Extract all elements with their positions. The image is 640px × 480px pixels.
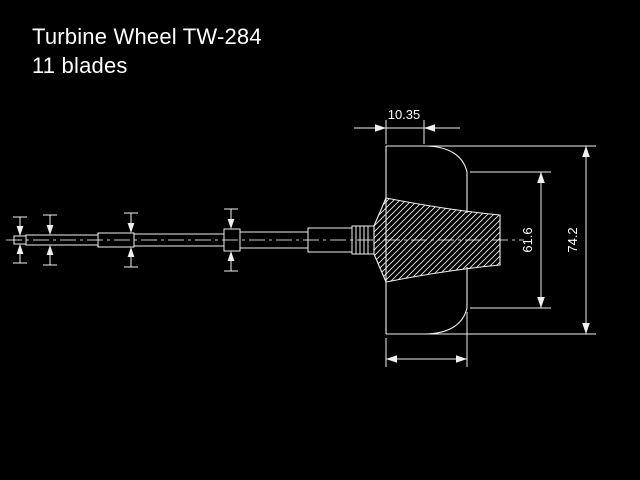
dim-flange-width-value: 10.35 — [388, 107, 421, 122]
title-line-1: Turbine Wheel TW-284 — [32, 24, 262, 49]
arrowhead-down-icon — [16, 226, 24, 236]
arrowhead-left-icon — [386, 355, 397, 363]
dim-axial-length — [385, 312, 468, 367]
dim-blade-tip-diameter-value: 61.6 — [520, 227, 535, 252]
title-line-2: 11 blades — [32, 53, 128, 79]
diameter-arrow-pair — [224, 208, 238, 272]
shroud-contour-top — [423, 145, 468, 213]
arrowhead-down-icon — [227, 219, 235, 229]
arrowhead-up-icon — [582, 146, 590, 157]
arrowhead-up-icon — [46, 245, 54, 255]
arrowhead-down-icon — [537, 297, 545, 308]
arrowhead-down-icon — [127, 223, 135, 233]
hub-section-hatched — [373, 197, 501, 283]
diameter-arrow-pair — [43, 214, 57, 266]
arrowhead-down-icon — [46, 225, 54, 235]
arrowhead-left-icon — [424, 124, 435, 132]
shaft-diameter-arrows — [13, 208, 238, 272]
dim-flange-width: 10.35 — [354, 107, 460, 144]
arrowhead-right-icon — [375, 124, 386, 132]
arrowhead-right-icon — [456, 355, 467, 363]
diameter-arrow-pair — [13, 216, 27, 264]
dim-blade-tip-diameter: 61.6 — [470, 171, 551, 309]
arrowhead-up-icon — [127, 247, 135, 257]
dim-inducer-diameter: 74.2 — [428, 145, 596, 335]
arrowhead-up-icon — [537, 172, 545, 183]
drawing-title: Turbine Wheel TW-284 11 blades — [32, 22, 262, 80]
arrowhead-up-icon — [227, 251, 235, 261]
dim-inducer-diameter-value: 74.2 — [565, 227, 580, 252]
turbine-wheel — [373, 145, 501, 335]
diameter-arrow-pair — [124, 212, 138, 268]
arrowhead-down-icon — [582, 323, 590, 334]
arrowhead-up-icon — [16, 244, 24, 254]
shroud-contour-bottom — [423, 267, 468, 335]
